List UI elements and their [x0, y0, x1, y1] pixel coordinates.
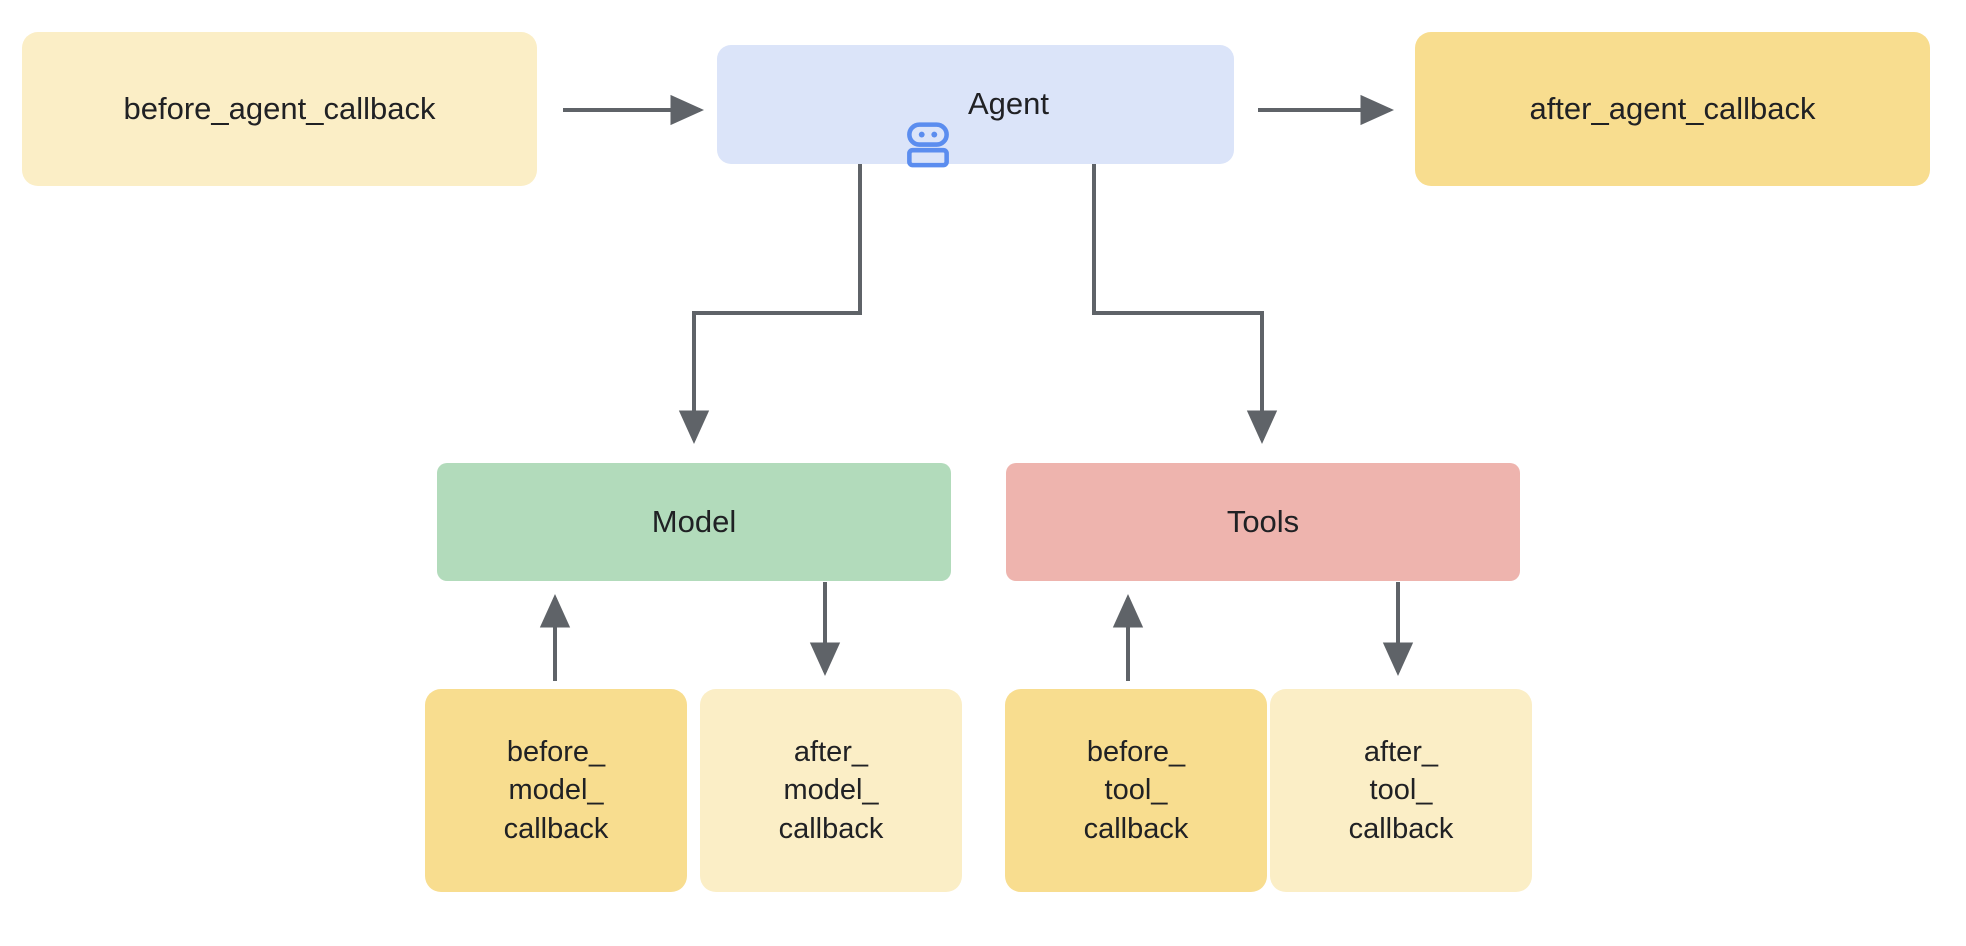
node-before-model-callback-label: before_ model_ callback	[503, 736, 609, 845]
node-after-tool-callback-label: after_ tool_ callback	[1348, 736, 1454, 845]
node-after-tool-callback[interactable]: after_ tool_ callback	[1270, 689, 1532, 892]
node-before-model-callback[interactable]: before_ model_ callback	[425, 689, 687, 892]
node-after-agent-callback[interactable]: after_agent_callback	[1415, 32, 1930, 186]
node-before-agent-callback-label: before_agent_callback	[123, 90, 436, 126]
edge-agent-to-tools	[1092, 164, 1278, 444]
node-before-tool-callback-label: before_ tool_ callback	[1083, 736, 1189, 845]
node-before-tool-callback[interactable]: before_ tool_ callback	[1005, 689, 1267, 892]
node-tools-label: Tools	[1226, 503, 1300, 539]
node-agent[interactable]: Agent	[717, 45, 1234, 168]
node-before-agent-callback[interactable]: before_agent_callback	[22, 32, 537, 186]
node-agent-label: Agent	[967, 86, 1049, 122]
edge-agent-to-model	[678, 164, 862, 444]
node-after-agent-callback-label: after_agent_callback	[1529, 90, 1816, 126]
node-tools[interactable]: Tools	[1006, 463, 1520, 581]
node-model-label: Model	[651, 503, 737, 539]
robot-icon	[902, 79, 954, 168]
node-after-model-callback-label: after_ model_ callback	[778, 736, 884, 845]
node-model[interactable]: Model	[437, 463, 951, 581]
node-after-model-callback[interactable]: after_ model_ callback	[700, 689, 962, 892]
